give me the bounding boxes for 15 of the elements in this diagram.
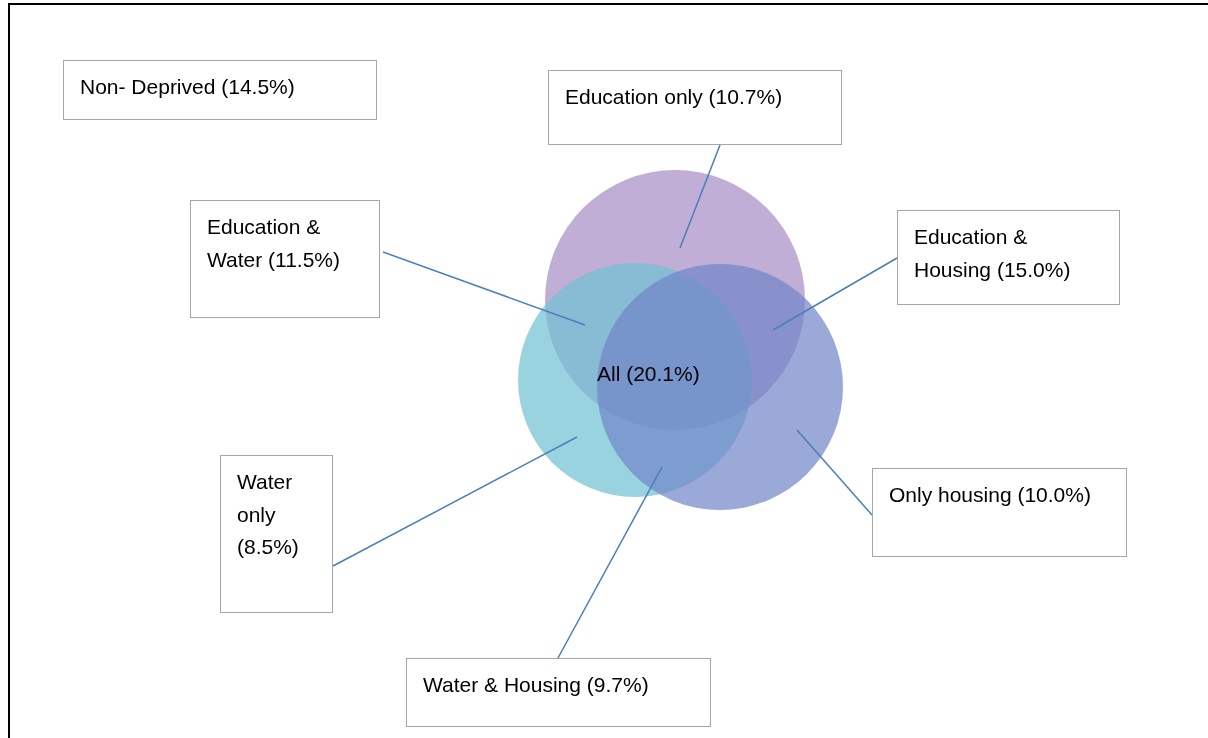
leader-line — [382, 251, 586, 326]
leader-line — [332, 436, 578, 567]
callout-box: Water only (8.5%) — [220, 455, 333, 613]
leader-line — [557, 466, 663, 659]
venn-circle — [597, 264, 843, 510]
callout-box: Education & Housing (15.0%) — [897, 210, 1120, 305]
callout-box: Water & Housing (9.7%) — [406, 658, 711, 727]
callout-box: Education only (10.7%) — [548, 70, 842, 145]
callout-box: Only housing (10.0%) — [872, 468, 1127, 557]
leader-line — [772, 257, 898, 331]
leader-line — [796, 429, 873, 516]
callout-box: Education & Water (11.5%) — [190, 200, 380, 318]
leader-line — [679, 144, 721, 249]
callout-box: Non- Deprived (14.5%) — [63, 60, 377, 120]
region-label: All (20.1%) — [597, 362, 700, 386]
